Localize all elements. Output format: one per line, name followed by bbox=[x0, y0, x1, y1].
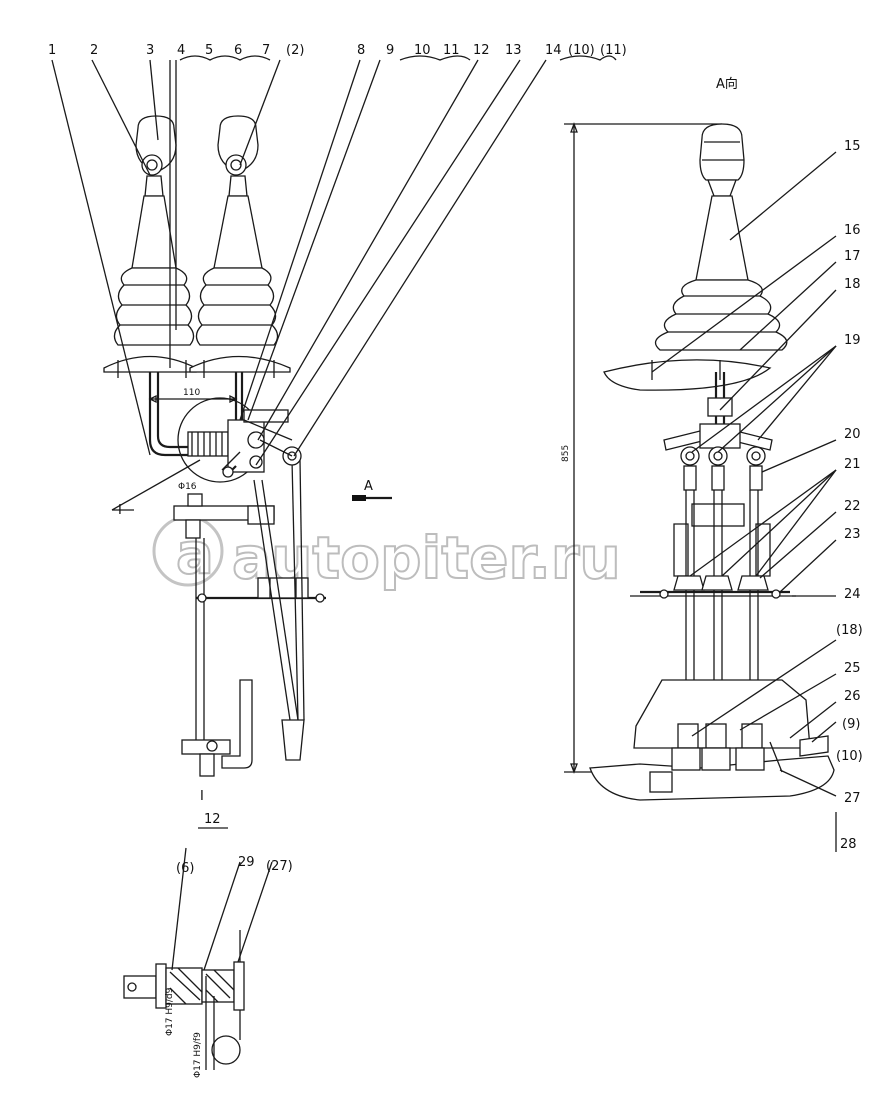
section-number-marker: 12 bbox=[204, 812, 221, 827]
callout-right-15: 27 bbox=[844, 791, 861, 806]
callout-right-4: 19 bbox=[844, 333, 861, 348]
leaders-right bbox=[651, 151, 837, 852]
callout-top-left-5: 6 bbox=[234, 43, 242, 58]
leaders-left bbox=[51, 55, 617, 511]
callout-right-8: 23 bbox=[844, 527, 861, 542]
callout-top-mid-4: 12 bbox=[473, 43, 490, 58]
callout-top-mid-1: 9 bbox=[386, 43, 394, 58]
callout-top-mid-8: (11) bbox=[600, 43, 627, 58]
callout-top-mid-2: 10 bbox=[414, 43, 431, 58]
callout-right-1: 16 bbox=[844, 223, 861, 238]
callout-right-3: 18 bbox=[844, 277, 861, 292]
dim-855: 855 bbox=[561, 445, 571, 462]
callout-right-10: (18) bbox=[836, 623, 863, 638]
callout-top-left-2: 3 bbox=[146, 43, 154, 58]
detail-assembly: Φ17 H9/d9 Φ17 H9/f9 bbox=[123, 827, 273, 1078]
fit-1: Φ17 H9/d9 bbox=[165, 987, 175, 1036]
callout-top-left-4: 5 bbox=[205, 43, 213, 58]
view-arrow-label: A bbox=[364, 479, 373, 494]
detail-label-i: I bbox=[118, 503, 122, 518]
callout-right-2: 17 bbox=[844, 249, 861, 264]
fit-2: Φ17 H9/f9 bbox=[193, 1032, 203, 1078]
callout-top-left-6: 7 bbox=[262, 43, 270, 58]
dim-110: 110 bbox=[183, 388, 200, 398]
callout-right-14: (10) bbox=[836, 749, 863, 764]
dim-phi16: Φ16 bbox=[178, 482, 197, 492]
callout-top-mid-3: 11 bbox=[443, 43, 460, 58]
left-assembly: 110 Φ16 I A bbox=[103, 115, 392, 804]
callout-top-mid-5: 13 bbox=[505, 43, 522, 58]
callout-top-mid-7: (10) bbox=[568, 43, 595, 58]
callout-right-5: 20 bbox=[844, 427, 861, 442]
callout-top-left-7: (2) bbox=[286, 43, 304, 58]
callout-top-left-1: 2 bbox=[90, 43, 98, 58]
callout-detail-2: (27) bbox=[266, 859, 293, 874]
callout-right-13: (9) bbox=[842, 717, 860, 732]
view-title: A向 bbox=[716, 76, 738, 92]
callout-right-0: 15 bbox=[844, 139, 861, 154]
callout-right-6: 21 bbox=[844, 457, 861, 472]
callout-right-16: 28 bbox=[840, 837, 857, 852]
callout-top-mid-6: 14 bbox=[545, 43, 562, 58]
callout-right-12: 26 bbox=[844, 689, 861, 704]
callout-top-left-0: 1 bbox=[48, 43, 56, 58]
section-label-i: I bbox=[200, 789, 204, 804]
callout-detail-0: (6) bbox=[176, 861, 194, 876]
callout-right-7: 22 bbox=[844, 499, 861, 514]
watermark: a autopiter.ru bbox=[152, 515, 622, 593]
callout-top-left-3: 4 bbox=[177, 43, 185, 58]
callout-right-9: 24 bbox=[844, 587, 861, 602]
callout-detail-1: 29 bbox=[238, 855, 255, 870]
right-assembly: 855 bbox=[561, 122, 835, 801]
callout-right-11: 25 bbox=[844, 661, 861, 676]
callout-top-mid-0: 8 bbox=[357, 43, 365, 58]
